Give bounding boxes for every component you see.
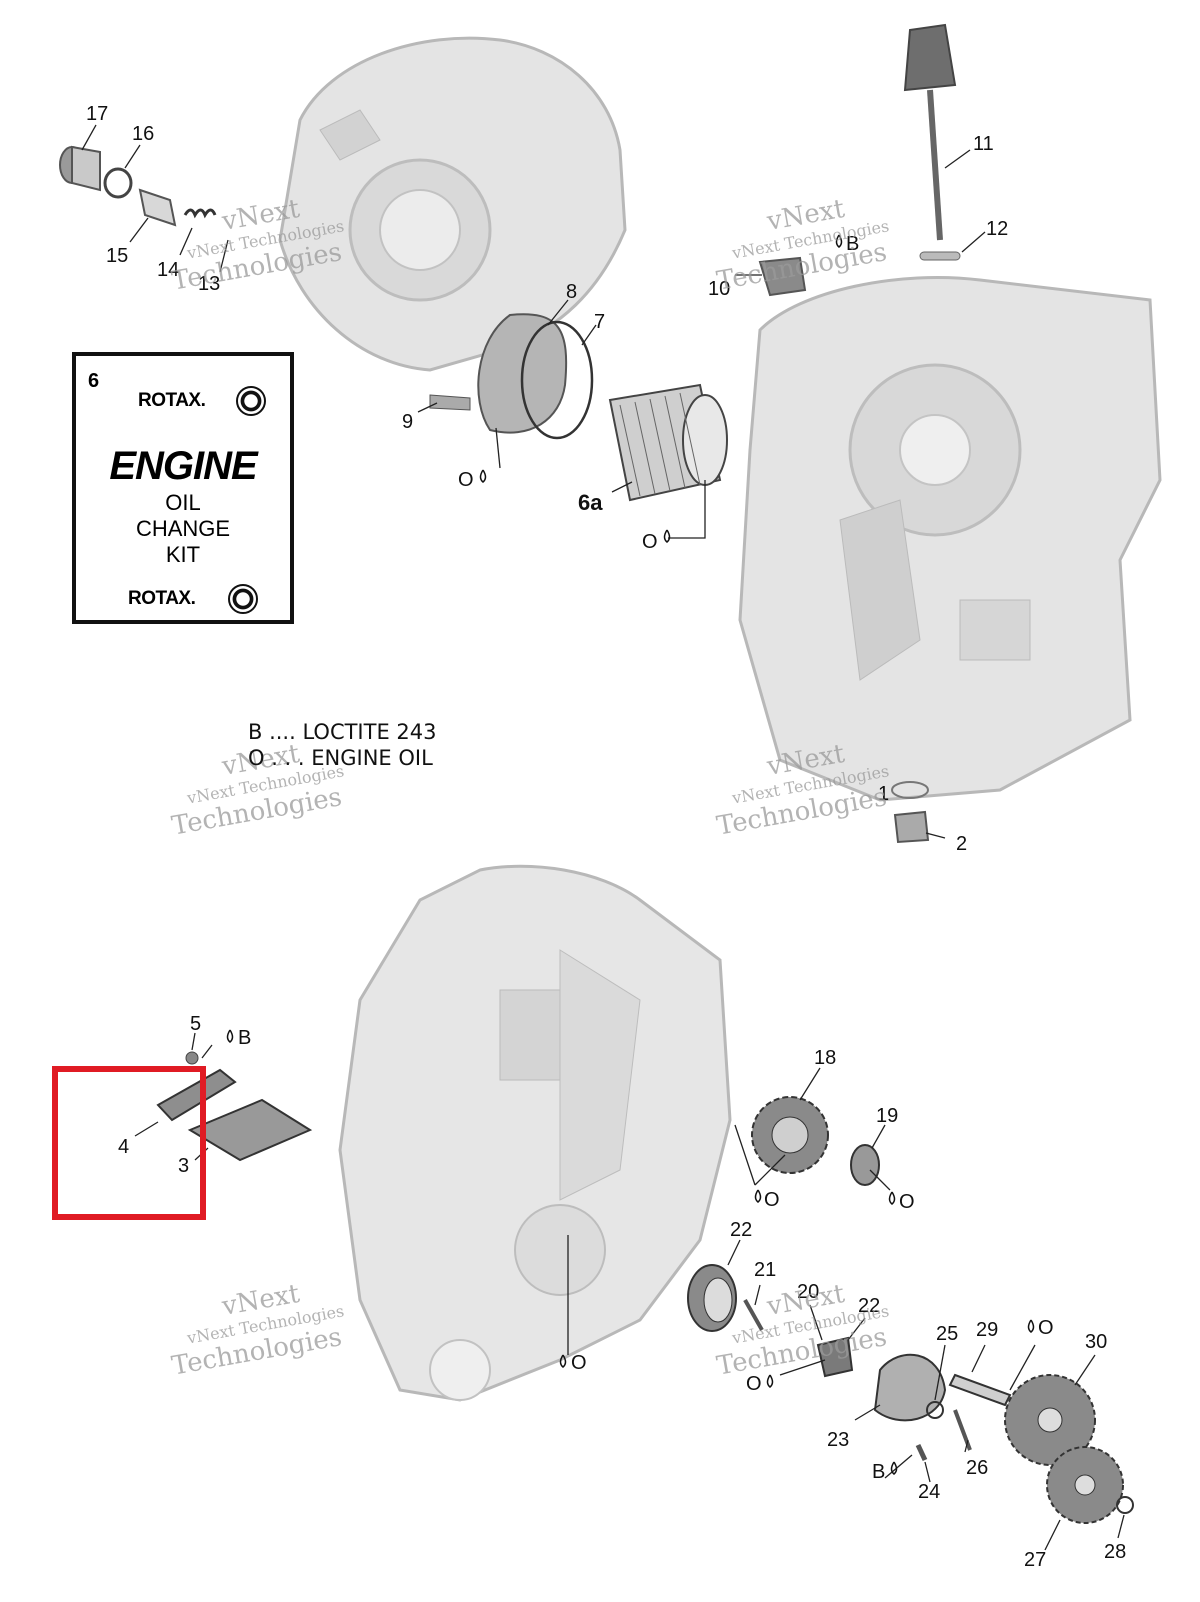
compound-markers: O O B B O O O O O B [238, 233, 1054, 1483]
callout-18: 18 [814, 1047, 836, 1069]
dipstick-drawing [903, 23, 961, 261]
callout-10: 10 [708, 278, 730, 300]
callout-8: 8 [566, 281, 577, 303]
kit-title: ENGINE [109, 444, 257, 488]
kit-line-change: CHANGE [135, 516, 231, 541]
oil-marker: O [746, 1373, 762, 1395]
drop-icon [1027, 1319, 1035, 1333]
rotax-brand-top: ROTAX. [138, 390, 206, 411]
part-10-drawing [758, 256, 807, 297]
magneto-cover-drawing [278, 36, 627, 372]
rotax-brand-bottom: ROTAX. [128, 588, 196, 609]
drop-icon [559, 1354, 567, 1368]
drop-icon [663, 529, 671, 543]
drain-plug-drawing [891, 781, 930, 844]
callout-7: 7 [594, 311, 605, 333]
callout-19: 19 [876, 1105, 898, 1127]
callout-22: 22 [730, 1219, 752, 1241]
drop-icon [754, 1189, 762, 1203]
kit-line-oil: OIL [165, 490, 201, 515]
callout-14: 14 [157, 259, 179, 281]
leader-lines [81, 124, 1125, 1551]
oil-marker: O [1038, 1317, 1054, 1339]
callout-3: 3 [178, 1155, 189, 1177]
callout-5: 5 [190, 1013, 201, 1035]
loctite-marker: B [238, 1027, 251, 1049]
drop-icon [226, 1029, 234, 1043]
callout-9: 9 [402, 411, 413, 433]
callout-21: 21 [754, 1259, 776, 1281]
oil-marker: O [642, 531, 658, 553]
drop-icon [888, 1191, 896, 1205]
legend-engine-oil: O . . . ENGINE OIL [248, 746, 433, 770]
callout-2: 2 [956, 833, 967, 855]
callout-11: 11 [973, 133, 994, 155]
callout-17: 17 [86, 103, 108, 125]
callout-16: 16 [132, 123, 154, 145]
callout-15: 15 [106, 245, 128, 267]
loctite-marker: B [872, 1461, 885, 1483]
drop-icon [835, 234, 843, 248]
kit-line-kit: KIT [165, 542, 201, 567]
callout-29: 29 [976, 1319, 998, 1341]
oil-pump-drawing [687, 1264, 1134, 1524]
watermarks: vNext vNext Technologies Technologies vN… [169, 194, 890, 1382]
drop-icon [766, 1374, 774, 1388]
callout-26: 26 [966, 1457, 988, 1479]
right-crankcase-drawing [738, 275, 1162, 802]
callout-4: 4 [118, 1136, 129, 1158]
callout-25: 25 [936, 1323, 958, 1345]
callout-12: 12 [986, 218, 1008, 240]
oil-change-kit-box: 6 ROTAX. ENGINE OIL CHANGE KIT ROTAX. [72, 352, 294, 624]
callout-27: 27 [1024, 1549, 1046, 1571]
drop-icon [890, 1461, 898, 1475]
lower-crankcase-drawing [338, 864, 732, 1402]
callout-23: 23 [827, 1429, 849, 1451]
brp-logo-icon [236, 386, 266, 416]
oil-marker: O [458, 469, 474, 491]
callout-13: 13 [198, 273, 220, 295]
callout-1: 1 [878, 783, 889, 805]
legend-loctite: B .... LOCTITE 243 [248, 720, 437, 744]
callout-24: 24 [918, 1481, 940, 1503]
oil-filter-drawing [608, 383, 728, 502]
callout-6a: 6a [578, 490, 603, 515]
gear-18-drawing [751, 1096, 880, 1186]
callout-28: 28 [1104, 1541, 1126, 1563]
callout-30: 30 [1085, 1331, 1107, 1353]
loctite-marker: B [846, 233, 859, 255]
callout-22b: 22 [858, 1295, 880, 1317]
filter-cover-drawing [429, 313, 594, 440]
parts-3-5-drawing [156, 1051, 313, 1162]
oil-marker: O [571, 1352, 587, 1374]
oil-marker: O [764, 1189, 780, 1211]
drop-icon [479, 469, 487, 483]
kit-part-number: 6 [88, 370, 100, 392]
parts-13-17 [59, 145, 217, 227]
oil-marker: O [899, 1191, 915, 1213]
drop-icons [226, 234, 1035, 1475]
callout-numbers: 17 16 15 14 13 11 12 10 8 7 9 6a 2 1 5 4… [86, 103, 1126, 1571]
brp-logo-icon [228, 584, 258, 614]
highlight-box [52, 1066, 206, 1220]
callout-20: 20 [797, 1281, 819, 1303]
